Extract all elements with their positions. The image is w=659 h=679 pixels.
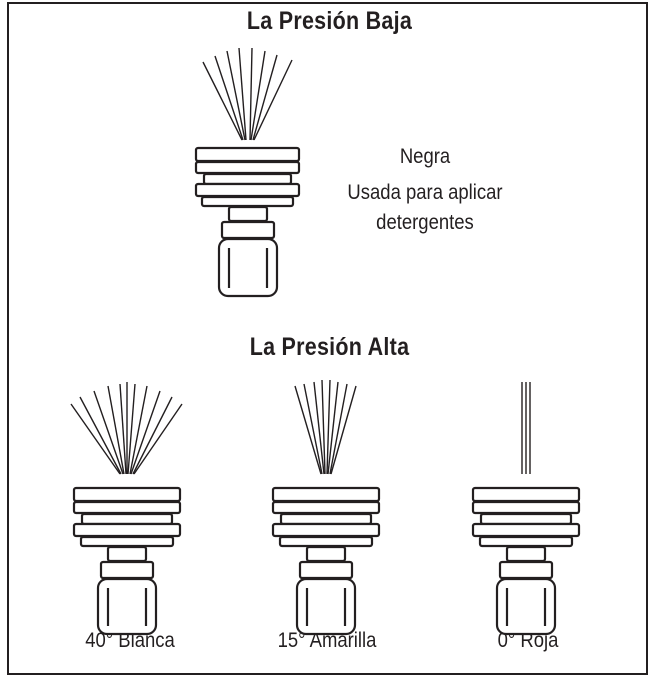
high-pressure-heading: La Presión Alta [249, 333, 410, 361]
black-nozzle-description-line2: detergentes [376, 211, 474, 234]
yellow-nozzle-spray [294, 379, 357, 475]
black-nozzle [194, 47, 301, 298]
black-nozzle-label: Negra [399, 145, 451, 168]
white-nozzle-spray [70, 382, 183, 475]
white-nozzle [70, 382, 183, 636]
red-nozzle [471, 382, 581, 636]
black-nozzle-description-line1: Usada para aplicar [347, 181, 503, 204]
black-nozzle-spray [202, 47, 293, 141]
red-nozzle-spray [521, 382, 531, 474]
yellow-nozzle-caption: 15° Amarilla [277, 629, 377, 652]
yellow-nozzle [271, 379, 381, 636]
low-pressure-heading: La Presión Baja [246, 7, 413, 35]
